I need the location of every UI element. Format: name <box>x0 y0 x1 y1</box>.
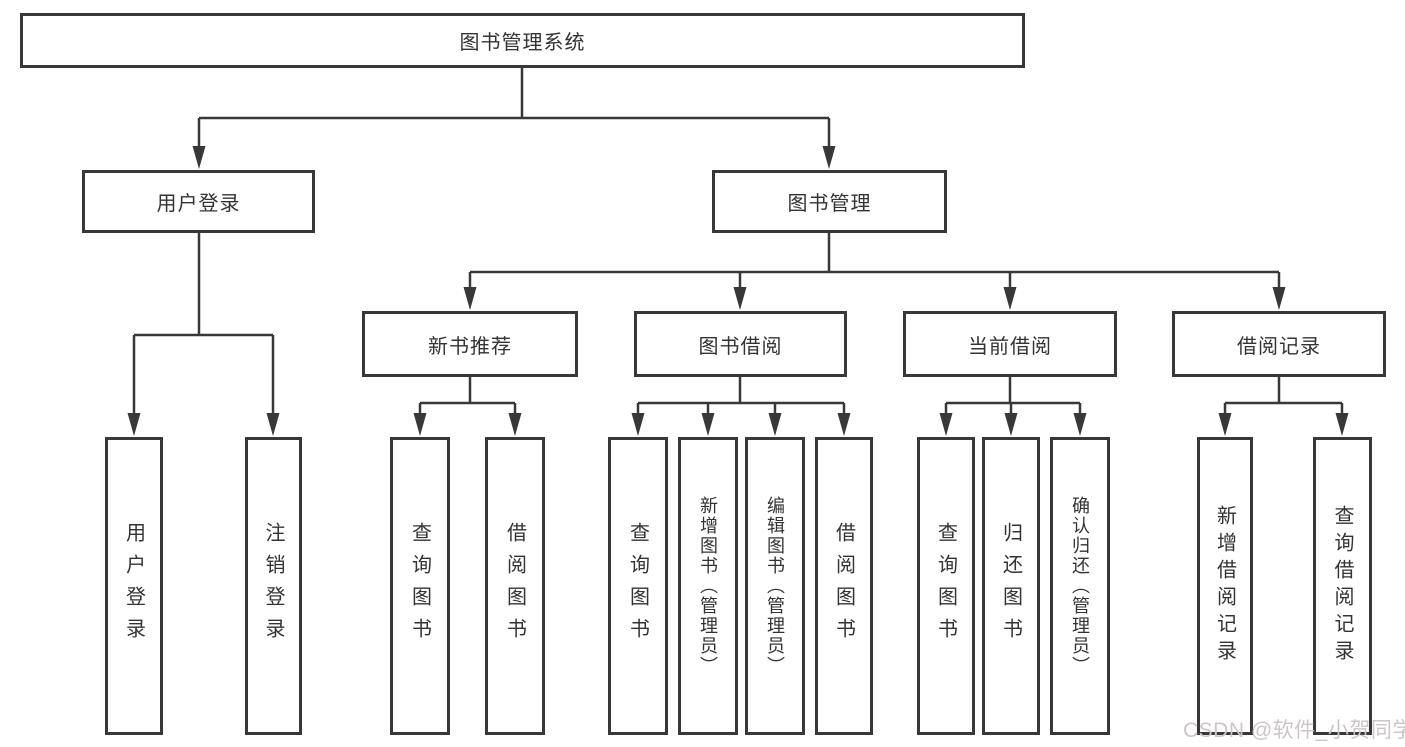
node-label: 查询图书 <box>626 522 649 650</box>
node-label: 查询图书 <box>934 522 957 650</box>
node-label: 新增借阅记录 <box>1213 505 1236 667</box>
node-book-management: 图书管理 <box>712 170 947 233</box>
node-current-borrowing: 当前借阅 <box>903 311 1117 377</box>
node-return-books: 归还图书 <box>982 437 1040 735</box>
node-borrowing-records: 借阅记录 <box>1172 311 1386 377</box>
node-label: 编辑图书（管理员） <box>765 496 785 676</box>
node-user-login-group: 用户登录 <box>82 170 315 233</box>
node-confirm-return-admin: 确认归还（管理员） <box>1050 437 1110 735</box>
node-label: 查询图书 <box>408 522 431 650</box>
node-label: 借阅图书 <box>832 522 855 650</box>
csdn-watermark: CSDN @软件_小贺同学 <box>1183 719 1405 742</box>
node-query-borrow-record: 查询借阅记录 <box>1313 437 1372 735</box>
node-label: 用户登录 <box>122 522 145 650</box>
node-label: 查询借阅记录 <box>1331 505 1353 667</box>
node-label: 确认归还（管理员） <box>1070 496 1090 676</box>
node-book-borrowing: 图书借阅 <box>634 311 847 377</box>
node-library-system: 图书管理系统 <box>20 13 1025 68</box>
node-query-books-recommend: 查询图书 <box>390 437 450 735</box>
node-logout: 注销登录 <box>245 437 302 735</box>
node-user-login: 用户登录 <box>105 437 163 735</box>
node-borrow-books-recommend: 借阅图书 <box>485 437 545 735</box>
node-label: 归还图书 <box>999 522 1022 650</box>
node-query-books-current: 查询图书 <box>917 437 975 735</box>
node-label: 新增图书（管理员） <box>698 496 718 676</box>
node-label: 注销登录 <box>262 522 284 650</box>
node-add-borrow-record: 新增借阅记录 <box>1197 437 1253 735</box>
node-add-books-admin: 新增图书（管理员） <box>678 437 738 735</box>
node-label: 借阅图书 <box>503 522 526 650</box>
node-borrow-books: 借阅图书 <box>815 437 873 735</box>
node-edit-books-admin: 编辑图书（管理员） <box>745 437 805 735</box>
node-new-book-recommendation: 新书推荐 <box>362 311 578 377</box>
node-query-books-borrow: 查询图书 <box>608 437 668 735</box>
